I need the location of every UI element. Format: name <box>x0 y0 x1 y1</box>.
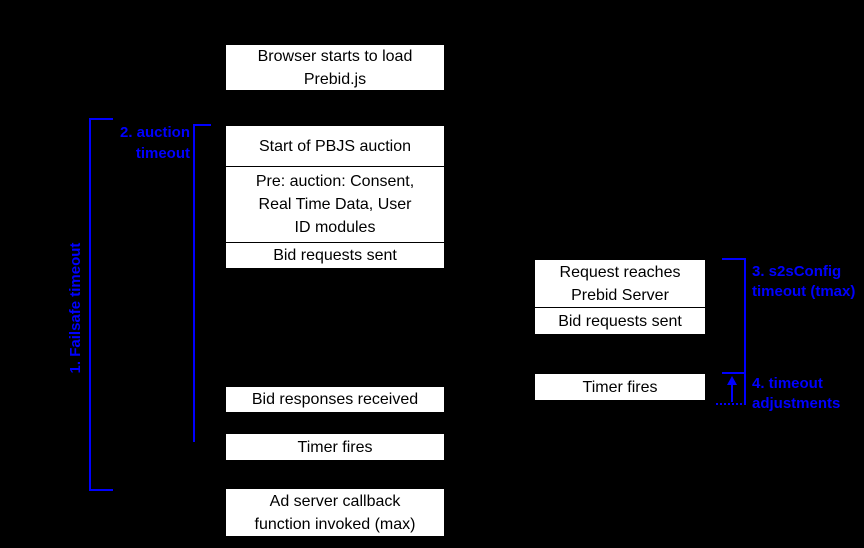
s2sconfig-timeout-label: 3. s2sConfig timeout (tmax) <box>752 263 856 300</box>
box-browser-loads-prebid: Browser starts to load Prebid.js <box>225 44 445 91</box>
timeout-adjustment-dotted-line <box>716 403 746 405</box>
box-request-reaches-prebid-server: Request reaches Prebid Server <box>534 259 706 308</box>
auction-bracket-top-tick <box>193 124 211 126</box>
s2sconfig-bracket-top-tick <box>722 258 746 260</box>
failsafe-timeout-label: 1. Failsafe timeout <box>67 242 84 374</box>
failsafe-bracket-bottom-tick <box>89 489 113 491</box>
timeout-adjustment-up-arrow-icon <box>727 376 737 385</box>
timeout-adjustment-arrow-shaft <box>731 384 733 402</box>
box-timer-fires-client: Timer fires <box>225 433 445 461</box>
box-timer-fires-server: Timer fires <box>534 373 706 401</box>
box-start-pbjs-auction: Start of PBJS auction <box>225 125 445 167</box>
box-pre-auction-modules: Pre: auction: Consent, Real Time Data, U… <box>225 166 445 243</box>
auction-timeout-label: 2. auction timeout <box>119 124 190 162</box>
failsafe-bracket-top-tick <box>89 118 113 120</box>
auction-bracket-line <box>193 124 195 442</box>
box-bid-requests-sent-server: Bid requests sent <box>534 307 706 335</box>
failsafe-bracket-line <box>89 118 91 491</box>
box-ad-server-callback: Ad server callback function invoked (max… <box>225 488 445 537</box>
s2sconfig-bracket-line <box>744 258 746 405</box>
box-bid-requests-sent-client: Bid requests sent <box>225 242 445 269</box>
timeout-adjustments-label: 4. timeout adjustments <box>752 375 841 412</box>
s2sconfig-bracket-mid-tick <box>722 372 746 374</box>
box-bid-responses-received: Bid responses received <box>225 386 445 413</box>
